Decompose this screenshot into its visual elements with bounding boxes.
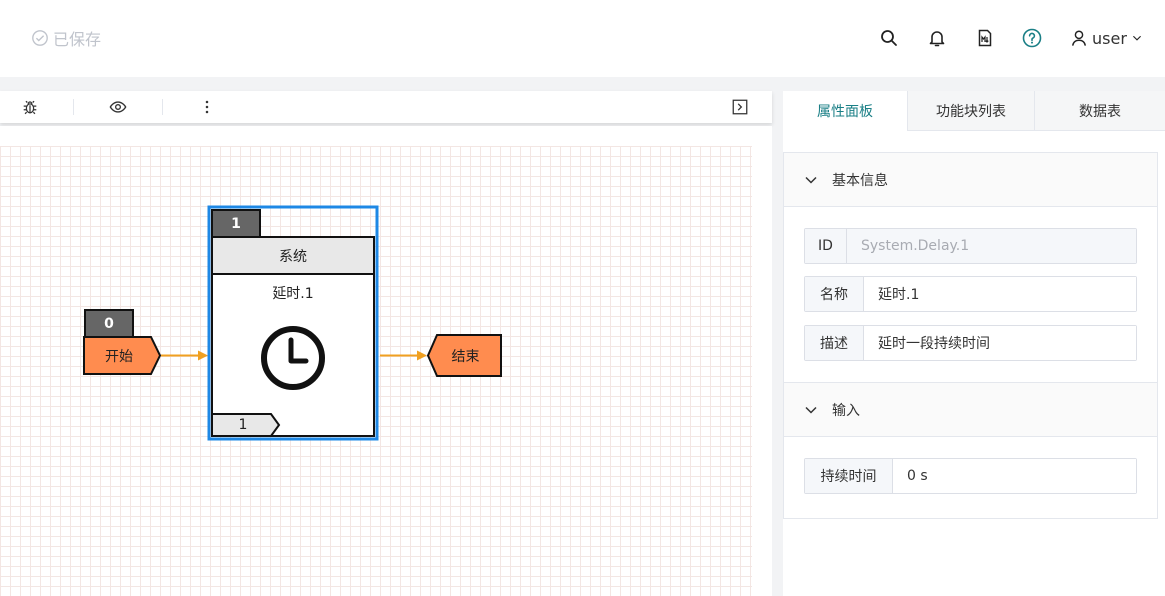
more-vertical-icon[interactable] (195, 95, 219, 119)
user-icon (1071, 30, 1087, 46)
saved-status: 已保存 (31, 27, 101, 49)
id-field: System.Delay.1 (847, 229, 1136, 263)
description-field[interactable]: 延时一段持续时间 (864, 326, 1136, 360)
name-label: 名称 (805, 277, 864, 311)
basic-info-header[interactable]: 基本信息 (784, 153, 1157, 207)
name-row: 名称 延时.1 (804, 276, 1137, 312)
name-field[interactable]: 延时.1 (864, 277, 1136, 311)
tab-block-list[interactable]: 功能块列表 (907, 91, 1034, 131)
clock-icon (261, 326, 325, 390)
user-menu[interactable]: user (1070, 26, 1143, 50)
input-title: 输入 (832, 402, 860, 419)
block-index-tab (211, 209, 261, 238)
flow-canvas[interactable]: 0 开始 1 系统 延时.1 1 结束 (0, 126, 772, 596)
canvas-toolbar (0, 91, 772, 123)
top-header: 已保存 user (0, 0, 1165, 77)
user-name: user (1092, 28, 1127, 48)
block-index-label: 1 (231, 215, 241, 232)
saved-label: 已保存 (53, 30, 102, 49)
chevron-down-icon (805, 406, 817, 414)
markdown-doc-icon[interactable] (974, 27, 996, 49)
tab-data-table[interactable]: 数据表 (1034, 91, 1165, 131)
toolbar-divider (162, 99, 163, 115)
id-label: ID (805, 229, 847, 263)
start-index-tab (84, 309, 134, 338)
expand-panel-icon[interactable] (728, 95, 752, 119)
help-icon[interactable] (1021, 27, 1043, 49)
id-row: ID System.Delay.1 (804, 228, 1137, 264)
block-category-header (211, 236, 375, 275)
bug-icon[interactable] (18, 95, 42, 119)
basic-info-title: 基本信息 (832, 172, 888, 189)
properties-panel: 属性面板 功能块列表 数据表 基本信息 ID System.Delay.1 名称… (783, 91, 1165, 596)
description-row: 描述 延时一段持续时间 (804, 325, 1137, 361)
block-name-label: 延时.1 (272, 286, 314, 302)
flow-diagram (83, 205, 502, 441)
duration-label: 持续时间 (805, 459, 893, 493)
start-label: 开始 (105, 348, 133, 365)
panel-tabs: 属性面板 功能块列表 数据表 (783, 91, 1165, 131)
block-output-port[interactable] (211, 413, 281, 437)
chevron-down-icon (1132, 35, 1141, 41)
input-header[interactable]: 输入 (784, 383, 1157, 437)
eye-icon[interactable] (106, 95, 130, 119)
toolbar-divider (73, 99, 74, 115)
start-index-label: 0 (104, 315, 114, 332)
start-node[interactable] (83, 336, 162, 375)
description-label: 描述 (805, 326, 864, 360)
block-selection-outline (207, 205, 379, 441)
block-port-label: 1 (238, 417, 248, 433)
check-circle-icon (32, 30, 48, 46)
chevron-down-icon (805, 176, 817, 184)
search-icon[interactable] (878, 27, 900, 49)
bell-icon[interactable] (926, 27, 948, 49)
end-node[interactable] (426, 334, 502, 377)
input-section: 输入 持续时间 0 s (783, 382, 1158, 519)
tab-properties[interactable]: 属性面板 (783, 91, 907, 131)
duration-field[interactable]: 0 s (893, 459, 1136, 493)
basic-info-section: 基本信息 ID System.Delay.1 名称 延时.1 描述 延时一段持续… (783, 152, 1158, 383)
block-category-label: 系统 (279, 248, 307, 265)
duration-row: 持续时间 0 s (804, 458, 1137, 494)
end-label: 结束 (451, 348, 480, 365)
